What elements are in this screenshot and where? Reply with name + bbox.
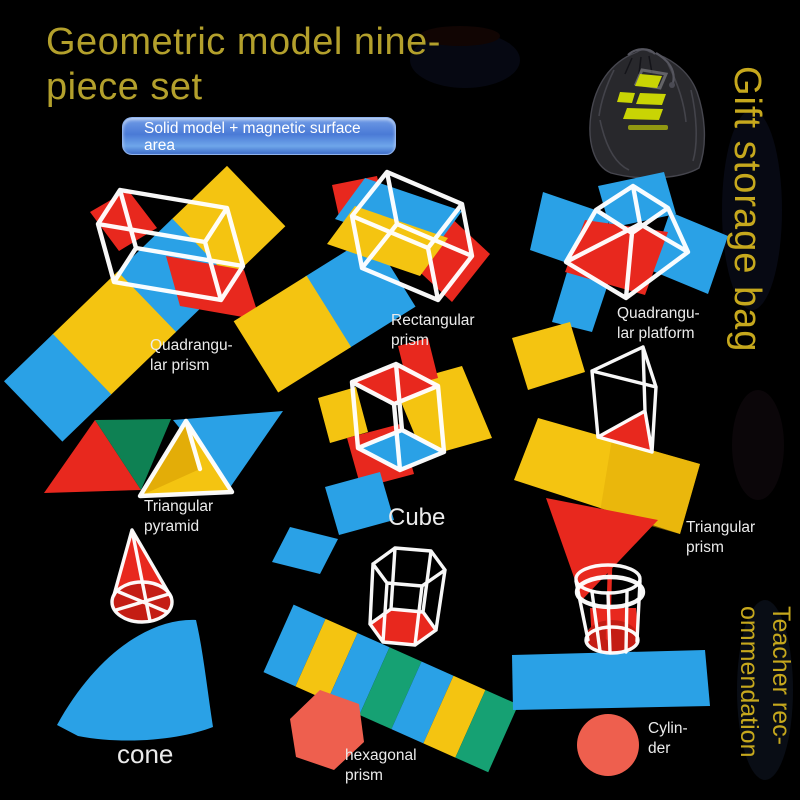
feature-banner: Solid model + magnetic surface area <box>122 117 396 155</box>
wireframe-cone <box>112 528 173 623</box>
cone-figure <box>57 528 213 741</box>
label-quadrangular-platform: Quadrangu-lar platform <box>617 305 700 343</box>
label-cone: cone <box>117 739 174 769</box>
label-cylinder: Cylin-der <box>648 720 688 758</box>
wireframe-hex-prism <box>368 546 447 647</box>
teacher-recommendation-caption: Teacher rec- ommendation <box>735 606 795 758</box>
background-noise <box>410 26 793 780</box>
drawstring <box>627 48 675 84</box>
rectangular-prism-figure <box>233 169 490 393</box>
bag-logo-icon <box>617 68 669 130</box>
title-line-2: piece set <box>46 65 203 108</box>
wireframe-cube <box>349 361 447 473</box>
label-quadrangular-prism: Quadrangu-lar prism <box>150 337 233 375</box>
hexagonal-prism-figure <box>263 527 519 773</box>
wireframe-prism <box>590 345 658 454</box>
wireframe-pyramid <box>137 418 235 499</box>
wireframe-cylinder-bars <box>574 579 642 655</box>
cylinder-figure <box>512 563 710 776</box>
banner-line-2: area <box>144 137 176 155</box>
gift-bag-figure <box>589 48 706 179</box>
cube-figure <box>318 338 492 535</box>
title-line-1: Geometric model nine- <box>46 21 441 63</box>
wireframe-box <box>349 169 475 303</box>
wireframe-frustum <box>563 183 691 301</box>
label-cube: Cube <box>388 504 446 531</box>
banner-line-1: Solid model + magnetic surface <box>144 120 361 137</box>
triangular-pyramid-figure <box>44 411 283 499</box>
quadrangular-prism-figure <box>4 165 286 442</box>
gift-storage-caption: Gift storage bag <box>726 66 768 353</box>
wireframe-box <box>95 187 246 303</box>
triangular-prism-figure <box>514 345 700 600</box>
quadrangular-platform-figure <box>512 172 728 390</box>
page-title: Geometric model nine- piece set <box>46 20 441 110</box>
